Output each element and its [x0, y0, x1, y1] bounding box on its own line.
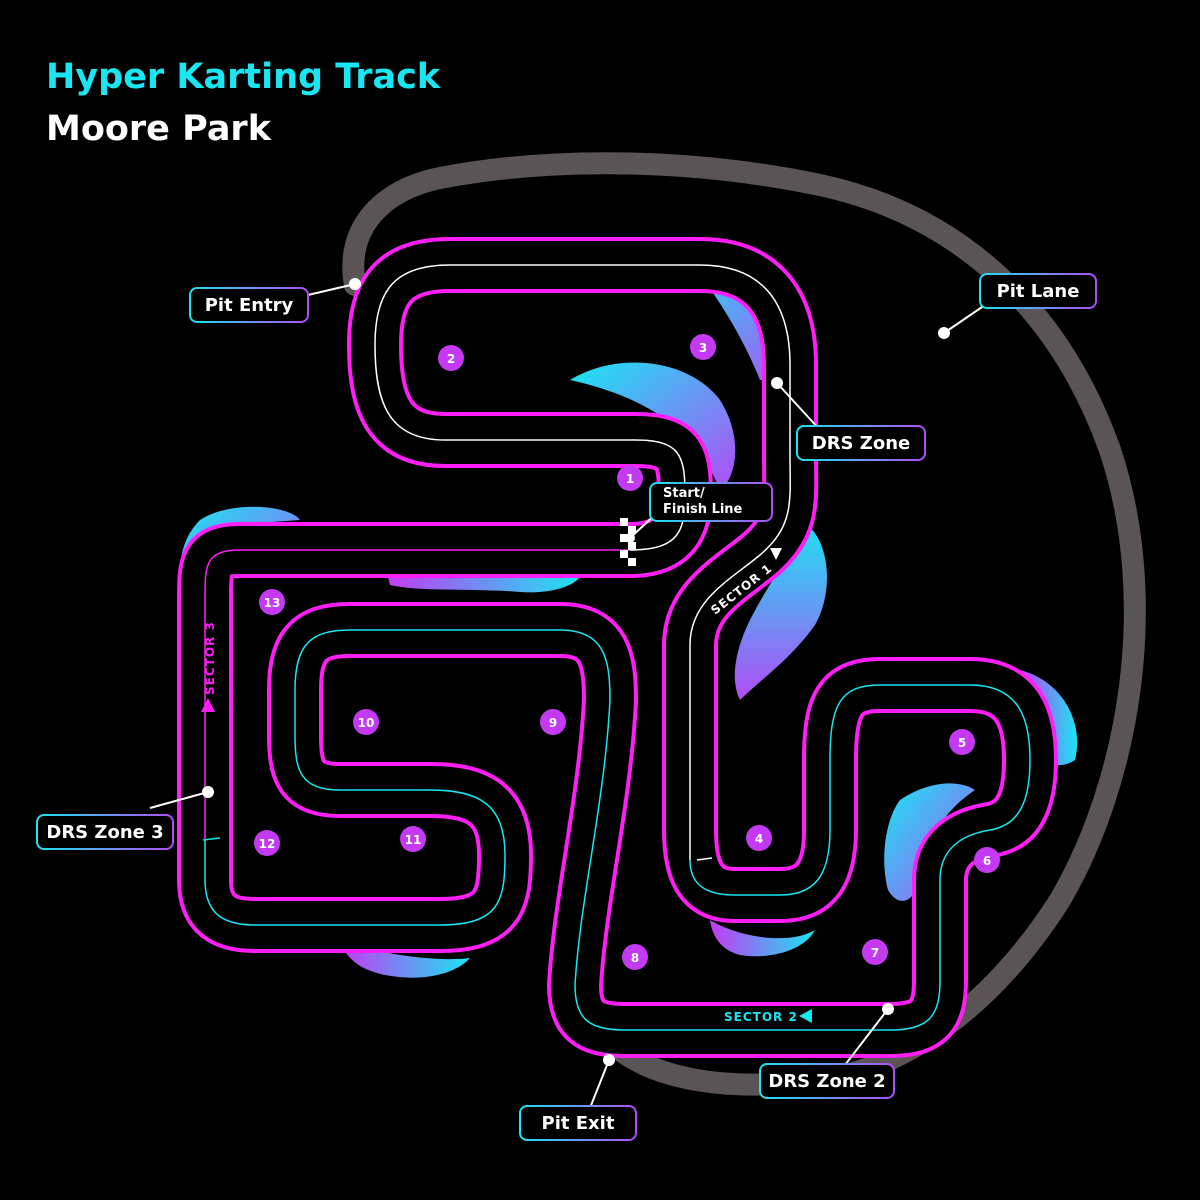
- turn-number: 8: [631, 951, 639, 965]
- turn-marker-11: 11: [400, 826, 426, 852]
- turn-number: 10: [358, 716, 375, 730]
- racing-line-sector-3: [204, 549, 630, 840]
- sector-3-arrow-icon: [201, 698, 215, 712]
- sector-3-label: SECTOR 3: [203, 621, 217, 695]
- sector-3-text: SECTOR 3: [203, 621, 217, 695]
- sector-tick-1: [696, 857, 713, 861]
- turn-number: 6: [983, 854, 991, 868]
- turn-marker-12: 12: [254, 830, 280, 856]
- turn-marker-9: 9: [540, 709, 566, 735]
- start-finish-line-2: Finish Line: [663, 502, 743, 517]
- turn-marker-10: 10: [353, 709, 379, 735]
- track-title: Hyper Karting Track: [46, 57, 441, 97]
- drs-zone-label: DRS Zone: [796, 425, 926, 461]
- sector-1-arrow-icon: [770, 548, 782, 560]
- turn-number: 5: [958, 736, 966, 750]
- turn-marker-2: 2: [438, 345, 464, 371]
- turn-marker-8: 8: [622, 944, 648, 970]
- pit-lane-label: Pit Lane: [979, 273, 1097, 309]
- start-finish-line-1: Start/: [663, 486, 705, 502]
- turn-number: 12: [259, 837, 276, 851]
- sector-tick-3: [202, 837, 221, 841]
- turn-marker-5: 5: [949, 729, 975, 755]
- pit-entry-label: Pit Entry: [189, 287, 309, 323]
- turn-marker-13: 13: [259, 589, 285, 615]
- turn-number: 1: [626, 472, 634, 486]
- pit-exit-label: Pit Exit: [519, 1105, 637, 1141]
- turn-number: 11: [405, 833, 422, 847]
- turn-number: 4: [755, 832, 763, 846]
- track-location: Moore Park: [46, 109, 271, 149]
- turn-marker-6: 6: [974, 847, 1000, 873]
- callout-lines: [149, 278, 986, 1109]
- turn-markers: 1 2 3 4 5 6 7 8 9 10 11 12 13: [254, 334, 1000, 970]
- racing-line-sector-1: [374, 264, 791, 860]
- turn-marker-7: 7: [862, 939, 888, 965]
- turn-number: 9: [549, 716, 557, 730]
- start-finish-label: Start/ Finish Line: [649, 482, 773, 522]
- drs-zone-2-label: DRS Zone 2: [759, 1063, 895, 1099]
- turn-number: 13: [264, 596, 281, 610]
- turn-number: 3: [699, 341, 707, 355]
- drs-zone-3-label: DRS Zone 3: [36, 814, 174, 850]
- racing-line-sector-2: [204, 629, 1031, 1031]
- turn-number: 7: [871, 946, 879, 960]
- turn-marker-3: 3: [690, 334, 716, 360]
- sector-2-text: SECTOR 2: [724, 1010, 798, 1024]
- start-finish-checkered: [620, 518, 636, 566]
- turn-marker-1: 1: [617, 465, 643, 491]
- sector-2-arrow-icon: [799, 1009, 812, 1023]
- turn-number: 2: [447, 352, 455, 366]
- turn-marker-4: 4: [746, 825, 772, 851]
